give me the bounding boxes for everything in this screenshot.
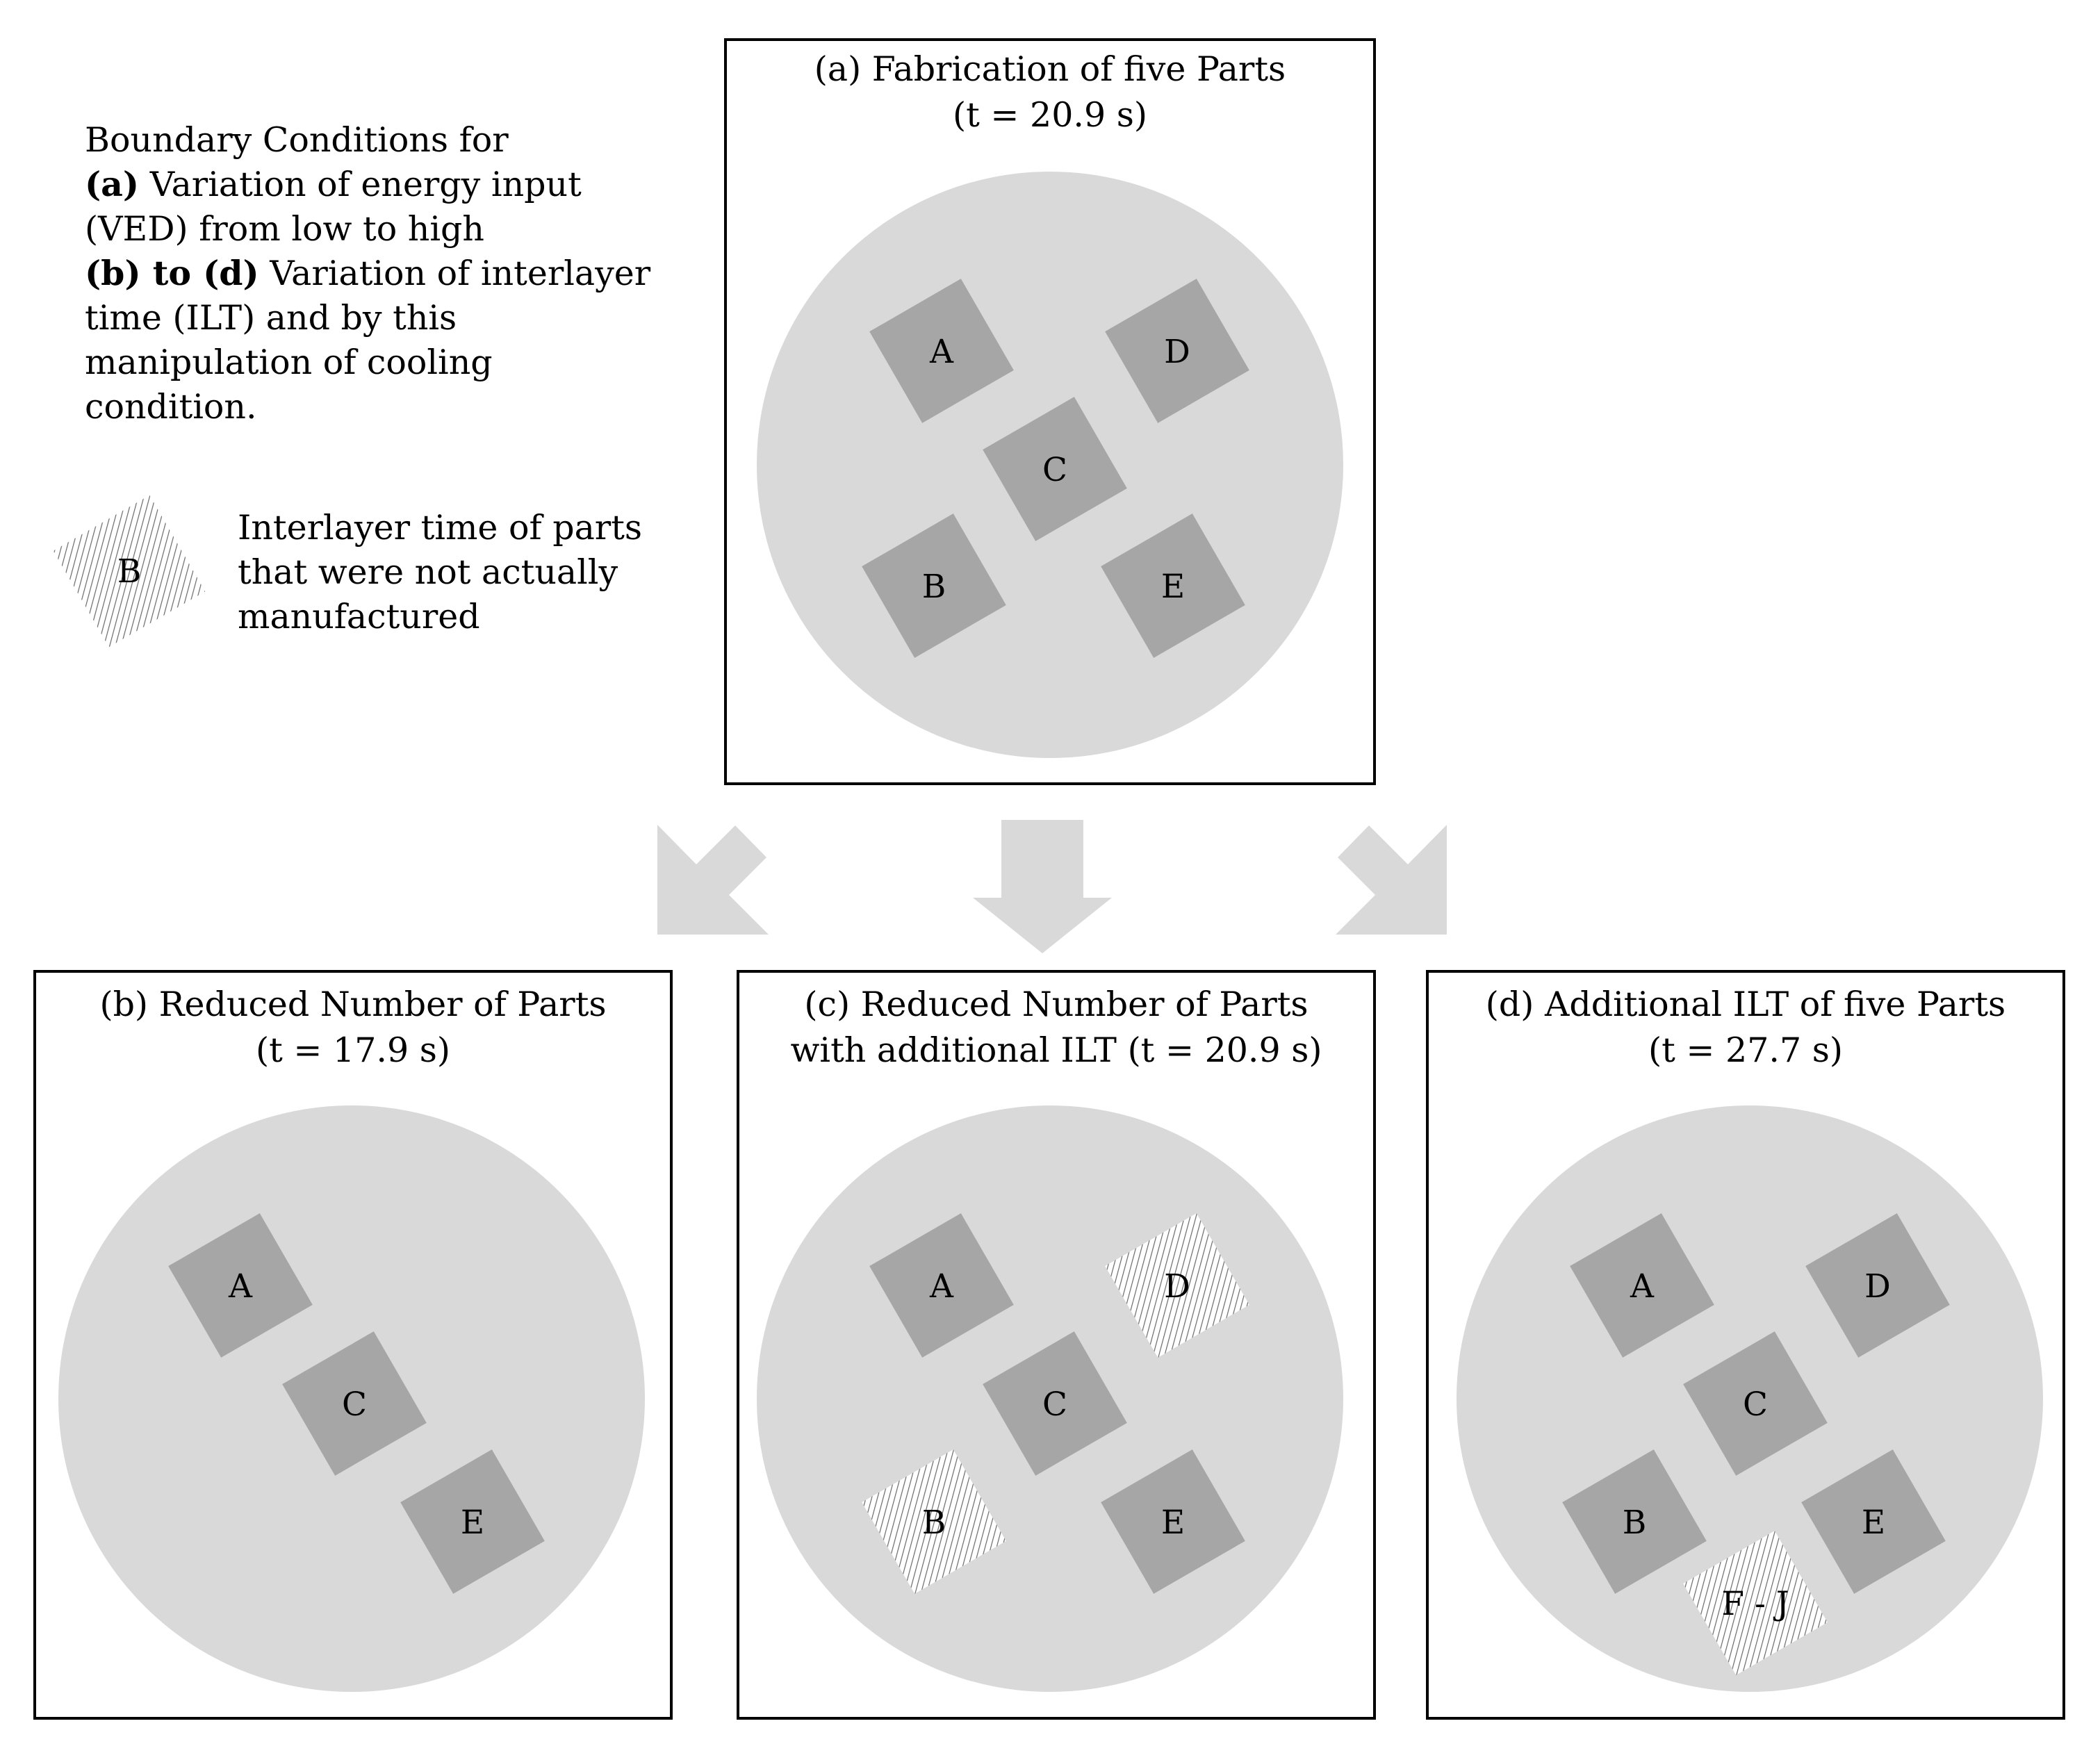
panel-d-time: (t = 27.7 s) xyxy=(1648,1030,1843,1070)
part-a xyxy=(869,1213,1014,1358)
part-label: A xyxy=(1630,1267,1655,1306)
hatched-part-d xyxy=(1105,1213,1249,1358)
panel-c-title: (c) Reduced Number of Parts xyxy=(804,985,1308,1024)
part-label: A xyxy=(929,1267,954,1306)
legend-line-2: that were not actually xyxy=(238,552,618,592)
part-label: C xyxy=(1042,1385,1067,1424)
panel-c-frame xyxy=(737,970,1376,1720)
part-c xyxy=(983,397,1127,541)
svg-text:(b) to (d) Variation of interl: (b) to (d) Variation of interlayer xyxy=(85,253,651,293)
panel-d: (d) Additional ILT of five Parts (t = 27… xyxy=(1426,970,2065,1720)
panel-a-frame xyxy=(724,38,1376,785)
part-d xyxy=(1105,279,1249,423)
panel-d-frame xyxy=(1426,970,2065,1720)
hatched-part-b xyxy=(862,1449,1006,1594)
info-line-7: condition. xyxy=(85,387,257,427)
legend: B Interlayer time of parts that were not… xyxy=(53,495,642,648)
svg-text:(VED) from low to high: (VED) from low to high xyxy=(85,209,484,249)
part-label: A xyxy=(228,1267,253,1306)
part-label: C xyxy=(1042,451,1067,489)
svg-text:manipulation of cooling: manipulation of cooling xyxy=(85,343,493,382)
legend-line-3: manufactured xyxy=(238,597,480,636)
svg-text:(a) Variation of energy input: (a) Variation of energy input xyxy=(85,164,582,204)
part-label: C xyxy=(1743,1385,1768,1424)
part-c xyxy=(1683,1331,1828,1476)
part-label: B xyxy=(922,568,946,606)
part-a xyxy=(1570,1213,1714,1358)
legend-line-1: Interlayer time of parts xyxy=(238,508,642,548)
part-label: D xyxy=(1164,333,1190,371)
panel-d-title: (d) Additional ILT of five Parts xyxy=(1486,985,2005,1024)
part-b xyxy=(1562,1449,1707,1594)
legend-part-label: B xyxy=(117,552,142,591)
part-label: E xyxy=(1161,1504,1185,1542)
panel-a-time: (t = 20.9 s) xyxy=(953,95,1147,135)
part-e xyxy=(400,1449,545,1594)
info-line-5: time (ILT) and by this xyxy=(85,298,457,338)
info-line-2: Variation of energy input xyxy=(139,165,582,204)
arrows xyxy=(657,820,1447,953)
part-d xyxy=(1805,1213,1950,1358)
info-line-2-bold: (a) xyxy=(85,164,139,204)
panel-b: (b) Reduced Number of Parts (t = 17.9 s)… xyxy=(33,970,673,1720)
legend-hatched-part xyxy=(53,495,206,648)
panel-c-time: with additional ILT (t = 20.9 s) xyxy=(790,1030,1322,1070)
svg-text:condition.: condition. xyxy=(85,387,257,427)
part-label: E xyxy=(1862,1504,1885,1542)
part-label: F - J xyxy=(1721,1585,1789,1623)
part-label: A xyxy=(929,333,954,371)
part-label: D xyxy=(1864,1267,1891,1306)
panel-a: (a) Fabrication of five Parts (t = 20.9 … xyxy=(724,38,1376,785)
part-label: B xyxy=(1623,1504,1647,1542)
part-e xyxy=(1101,1449,1245,1594)
info-line-3: (VED) from low to high xyxy=(85,209,484,249)
part-label: C xyxy=(342,1385,367,1424)
panel-b-frame xyxy=(33,970,673,1720)
arrow-down xyxy=(973,820,1112,953)
svg-text:Boundary Conditions for: Boundary Conditions for xyxy=(85,120,509,160)
info-line-1: Boundary Conditions for xyxy=(85,120,509,160)
svg-text:time (ILT) and by this: time (ILT) and by this xyxy=(85,298,457,338)
part-b xyxy=(862,513,1006,658)
part-label: D xyxy=(1164,1267,1190,1306)
panel-b-time: (t = 17.9 s) xyxy=(256,1030,450,1070)
part-a xyxy=(168,1213,313,1358)
hatched-part-f-j xyxy=(1683,1531,1828,1675)
info-line-6: manipulation of cooling xyxy=(85,343,493,382)
panel-c: (c) Reduced Number of Parts with additio… xyxy=(737,970,1376,1720)
info-line-4: Variation of interlayer xyxy=(259,254,651,293)
arrow-down-right xyxy=(1336,825,1447,935)
part-c xyxy=(282,1331,427,1476)
info-line-4-bold: (b) to (d) xyxy=(85,253,259,293)
part-e xyxy=(1801,1449,1946,1594)
part-label: B xyxy=(922,1504,946,1542)
part-a xyxy=(869,279,1014,423)
panel-b-title: (b) Reduced Number of Parts xyxy=(99,985,606,1024)
panel-a-title: (a) Fabrication of five Parts xyxy=(814,49,1286,89)
part-label: E xyxy=(461,1504,484,1542)
part-c xyxy=(983,1331,1127,1476)
arrow-down-left xyxy=(657,825,769,935)
boundary-conditions-text: Boundary Conditions for (a) Variation of… xyxy=(85,120,651,427)
part-e xyxy=(1101,513,1245,658)
part-label: E xyxy=(1161,568,1185,606)
